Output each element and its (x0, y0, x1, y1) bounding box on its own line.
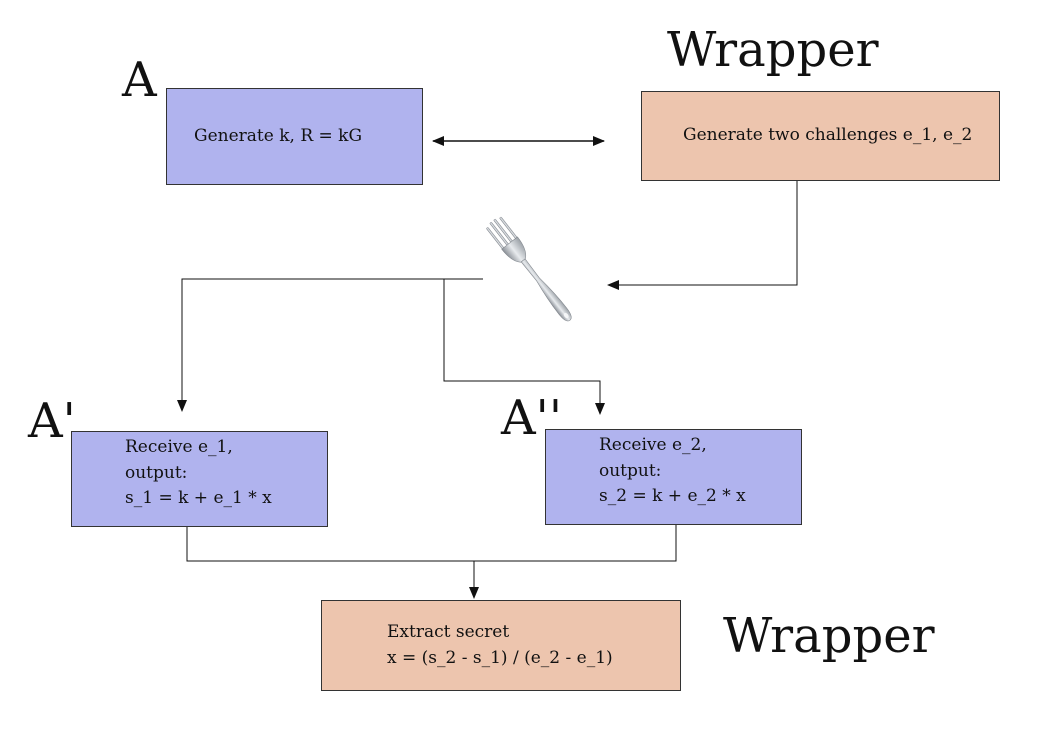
box-text-line: Receive e_2, (599, 435, 707, 455)
adversary-a-label: A (122, 52, 157, 108)
fork-to-a-prime-arrow (177, 278, 483, 412)
receive-e1-box: Receive e_1, output: s_1 = k + e_1 * x (71, 431, 328, 527)
generate-challenges-box: Generate two challenges e_1, e_2 (641, 91, 1000, 181)
extract-secret-box: Extract secret x = (s_2 - s_1) / (e_2 - … (321, 600, 681, 691)
fork-to-a-double-prime-arrow (443, 279, 605, 415)
receive-e2-box: Receive e_2, output: s_2 = k + e_2 * x (545, 429, 802, 525)
box-text-line: s_2 = k + e_2 * x (599, 486, 746, 506)
a-prime-to-extract-line (186, 527, 474, 562)
adversary-a-prime-label: A' (28, 393, 76, 449)
box-text-line: Generate two challenges e_1, e_2 (683, 125, 973, 146)
box-text-line: x = (s_2 - s_1) / (e_2 - e_1) (387, 647, 613, 668)
box-text-line: output: (125, 462, 188, 483)
fork-icon (486, 216, 572, 322)
box-text-line: s_1 = k + e_1 * x (125, 488, 272, 508)
a-double-prime-to-extract-line (474, 525, 677, 562)
generate-k-box: Generate k, R = kG (166, 88, 423, 185)
box-text-line: output: (599, 460, 662, 481)
box-text-line: Receive e_1, (125, 437, 233, 457)
box-text-line: Generate k, R = kG (194, 125, 363, 146)
box-text-line: Extract secret (387, 622, 510, 642)
wrapper-to-fork-arrow (607, 181, 798, 290)
wrapper-top-label: Wrapper (667, 22, 879, 78)
wrapper-bottom-label: Wrapper (723, 608, 935, 664)
